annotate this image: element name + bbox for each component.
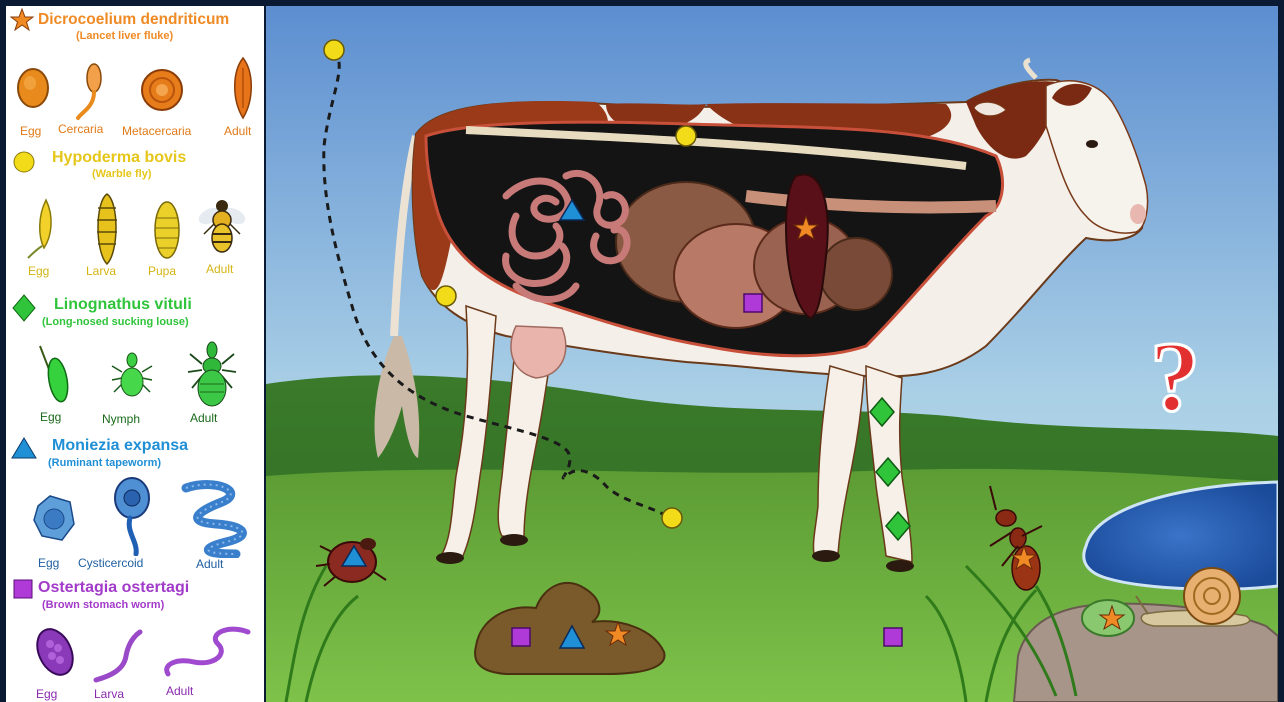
species-common-linognathus: (Long-nosed sucking louse) <box>42 316 189 328</box>
louse-adult-icon <box>186 340 238 408</box>
stage-label: Adult <box>224 124 251 138</box>
stage-label: Metacercaria <box>122 124 191 138</box>
cow-hoof <box>436 552 464 564</box>
dicrocoelium-egg-icon <box>16 66 50 110</box>
stage-label: Adult <box>206 262 233 276</box>
hypoderma-egg-icon <box>24 196 58 260</box>
species-name-dicrocoelium: Dicrocoelium dendriticum <box>38 11 229 29</box>
ostertagia-egg-icon <box>32 624 78 680</box>
stage-label: Egg <box>36 687 57 701</box>
hypoderma-marker <box>324 40 344 60</box>
dicrocoelium-adult-icon <box>230 56 256 120</box>
stage-label: Adult <box>166 684 193 698</box>
stage-label: Cercaria <box>58 122 103 136</box>
cow-hoof <box>812 550 840 562</box>
warble-fly-icon <box>196 194 248 258</box>
stage-label: Larva <box>94 687 124 701</box>
species-name-ostertagia: Ostertagia ostertagi <box>38 579 189 597</box>
hypoderma-marker <box>662 508 682 528</box>
scene-illustration: ? <box>266 6 1278 702</box>
nymph-icon <box>110 350 154 402</box>
cysticercoid-icon <box>110 476 154 556</box>
species-name-linognathus: Linognathus vituli <box>54 296 192 314</box>
ostertagia-adult-icon <box>158 614 254 690</box>
stage-label: Adult <box>190 411 217 425</box>
cow-hoof <box>500 534 528 546</box>
species-common-moniezia: (Ruminant tapeworm) <box>48 457 161 469</box>
cercaria-icon <box>72 62 106 122</box>
stage-label: Adult <box>196 557 223 571</box>
question-mark: ? <box>1150 321 1200 432</box>
square-icon <box>12 578 34 600</box>
stage-label: Pupa <box>148 264 176 278</box>
species-common-ostertagia: (Brown stomach worm) <box>42 599 164 611</box>
stage-label: Cysticercoid <box>78 556 143 570</box>
stage-label: Egg <box>20 124 41 138</box>
stage-label: Egg <box>40 410 61 424</box>
pasture-scene: ? <box>266 6 1278 702</box>
ostertagia-marker <box>884 628 902 646</box>
cow-hoof <box>886 560 914 572</box>
species-common-dicrocoelium: (Lancet liver fluke) <box>76 30 173 42</box>
triangle-icon <box>10 436 38 460</box>
species-name-moniezia: Moniezia expansa <box>52 437 188 455</box>
hypoderma-marker <box>436 286 456 306</box>
ostertagia-larva-icon <box>90 626 146 686</box>
diamond-icon <box>12 294 36 322</box>
circle-icon <box>12 150 36 174</box>
ostertagia-marker <box>512 628 530 646</box>
hypoderma-marker <box>676 126 696 146</box>
metacercaria-icon <box>140 68 184 112</box>
tapeworm-adult-icon <box>176 478 256 558</box>
stage-label: Egg <box>38 556 59 570</box>
cow-eye <box>1086 140 1098 148</box>
stage-label: Egg <box>28 264 49 278</box>
louse-egg-icon <box>36 342 72 406</box>
stage-label: Nymph <box>102 412 140 426</box>
species-name-hypoderma: Hypoderma bovis <box>52 149 186 167</box>
pupa-icon <box>152 198 182 262</box>
legend-panel: Dicrocoelium dendriticum (Lancet liver f… <box>6 6 264 702</box>
cow-stomach <box>820 238 892 310</box>
stage-label: Larva <box>86 264 116 278</box>
star-icon <box>10 8 34 32</box>
ostertagia-marker <box>744 294 762 312</box>
larva-icon <box>92 192 122 266</box>
cow-nose <box>1130 204 1146 224</box>
moniezia-egg-icon <box>32 494 76 544</box>
species-common-hypoderma: (Warble fly) <box>92 168 152 180</box>
